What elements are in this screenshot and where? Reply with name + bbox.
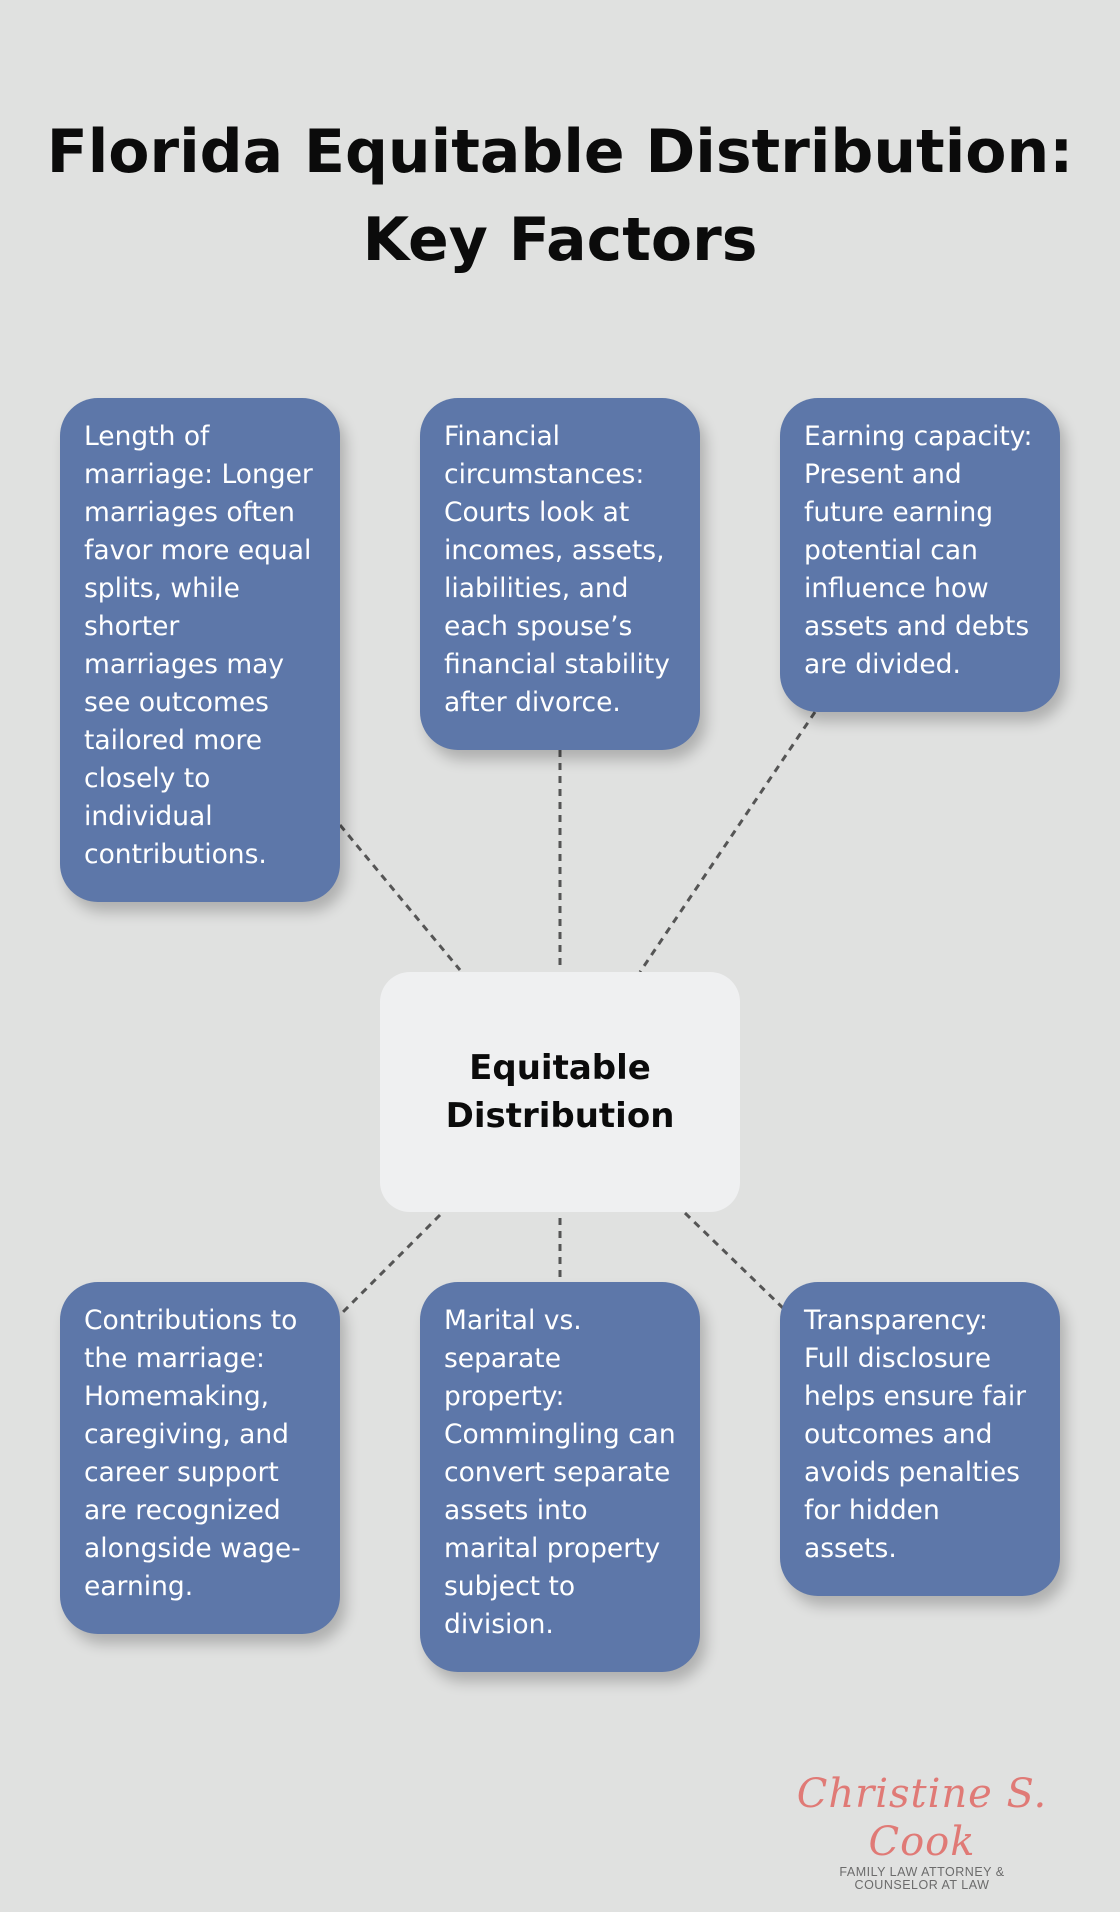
logo-subtitle-line-2: COUNSELOR AT LAW [854, 1878, 990, 1892]
connector-contributions [338, 1213, 442, 1317]
factor-card-contributions: Contributions to the marriage: Homemakin… [60, 1282, 340, 1634]
connector-length-of-marriage [338, 824, 462, 971]
factor-text: Financial circumstances: Courts look at … [444, 421, 670, 718]
logo-subtitle-line-1: FAMILY LAW ATTORNEY & [839, 1865, 1005, 1879]
factor-card-marital-vs-separate: Marital vs. separate property: Commingli… [420, 1282, 700, 1672]
factor-text: Earning capacity: Present and future ear… [804, 421, 1033, 680]
factor-text: Marital vs. separate property: Commingli… [444, 1305, 676, 1640]
factor-card-earning-capacity: Earning capacity: Present and future ear… [780, 398, 1060, 712]
connector-transparency [683, 1211, 787, 1312]
center-node-line-2: Distribution [445, 1096, 675, 1136]
connector-earning-capacity [638, 711, 817, 973]
title-line-2: Key Factors [362, 205, 758, 275]
factor-text: Length of marriage: Longer marriages oft… [84, 421, 313, 870]
factor-card-financial-circumstances: Financial circumstances: Courts look at … [420, 398, 700, 750]
logo-script-name: Christine S. Cook [796, 1771, 1048, 1865]
brand-logo: Christine S. Cook FAMILY LAW ATTORNEY & … [782, 1770, 1062, 1892]
factor-card-transparency: Transparency: Full disclosure helps ensu… [780, 1282, 1060, 1596]
center-node: Equitable Distribution [380, 972, 740, 1212]
title-line-1: Florida Equitable Distribution: [46, 117, 1074, 187]
factor-text: Contributions to the marriage: Homemakin… [84, 1305, 301, 1602]
page-title: Florida Equitable Distribution: Key Fact… [0, 108, 1120, 284]
factor-card-length-of-marriage: Length of marriage: Longer marriages oft… [60, 398, 340, 902]
factor-text: Transparency: Full disclosure helps ensu… [804, 1305, 1027, 1564]
center-node-line-1: Equitable [469, 1048, 651, 1088]
